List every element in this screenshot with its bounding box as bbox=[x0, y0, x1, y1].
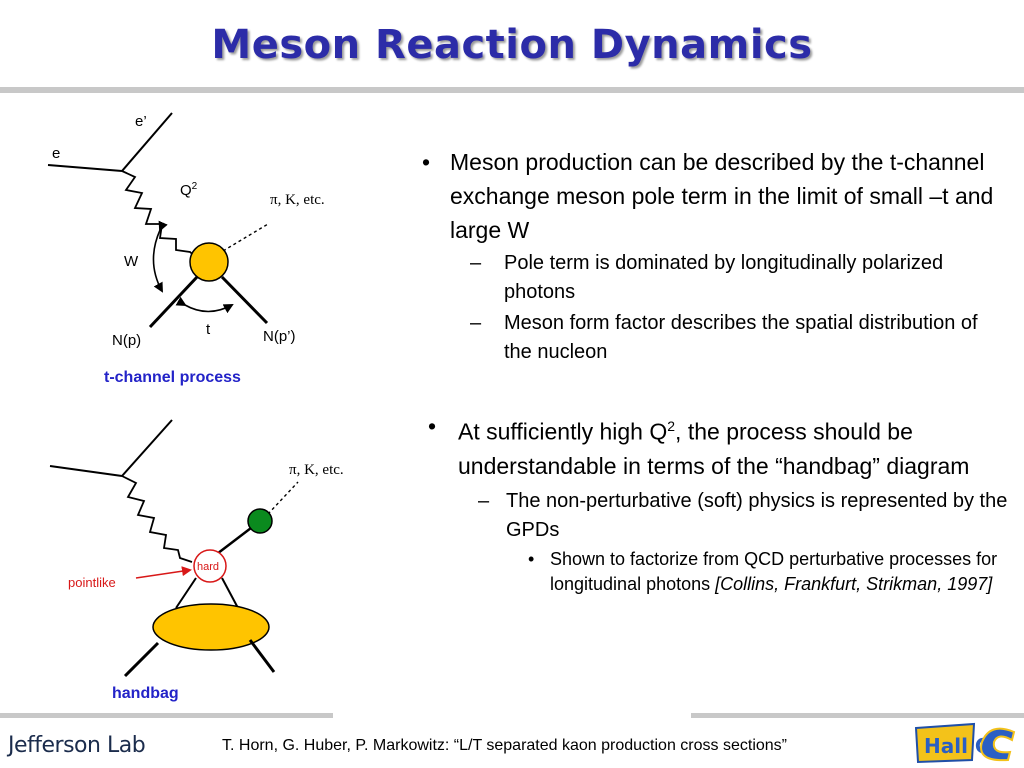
bullet-list: • Meson production can be described by t… bbox=[420, 145, 1010, 597]
label-meson-2: π, K, etc. bbox=[289, 462, 344, 478]
label-n-in: N(p) bbox=[112, 332, 141, 349]
w-arrow bbox=[152, 220, 168, 293]
sub-bullet-gpds: – The non-perturbative (soft) physics is… bbox=[420, 487, 1010, 545]
bullet-high-q2: • At sufficiently high Q2, the process s… bbox=[420, 409, 1010, 483]
label-hard: hard bbox=[197, 561, 219, 573]
bullet-marker: • bbox=[422, 149, 431, 175]
hard-vertex bbox=[193, 549, 227, 583]
sub-bullet-form-factor: – Meson form factor describes the spatia… bbox=[420, 309, 1010, 367]
incoming-electron-line-2 bbox=[49, 465, 123, 477]
t-channel-diagram: e’ e Q2 π, K, etc. W t N(p) N(p’) t-chan… bbox=[47, 112, 325, 386]
label-meson-1: π, K, etc. bbox=[270, 192, 325, 208]
meson-dashed-line bbox=[217, 223, 269, 255]
dash-marker: – bbox=[470, 252, 482, 274]
meson-dashed-line-2 bbox=[267, 481, 299, 515]
virtual-photon-wiggle bbox=[121, 170, 198, 259]
dash-marker: – bbox=[478, 489, 490, 512]
incoming-electron-line bbox=[47, 164, 123, 172]
outgoing-electron-line-2 bbox=[121, 419, 173, 477]
t-arrow bbox=[175, 296, 234, 314]
label-t: t bbox=[206, 321, 211, 338]
nucleon-in-line-2 bbox=[123, 641, 160, 678]
virtual-photon-wiggle-2 bbox=[121, 475, 193, 563]
label-q2: Q2 bbox=[180, 181, 198, 199]
sub-bullet-pole-term: – Pole term is dominated by longitudinal… bbox=[420, 249, 1010, 307]
hall-c-logo: Hall C bbox=[914, 722, 1016, 764]
jefferson-lab-logo: Jefferson Lab bbox=[8, 733, 146, 758]
bullet-meson-production: • Meson production can be described by t… bbox=[420, 145, 1010, 247]
handbag-right-leg bbox=[221, 577, 239, 609]
incoming-nucleon-line bbox=[148, 275, 199, 329]
label-pointlike: pointlike bbox=[68, 575, 116, 590]
footer-gap bbox=[333, 712, 691, 720]
feynman-diagrams: e’ e Q2 π, K, etc. W t N(p) N(p’) t-chan… bbox=[47, 112, 344, 702]
gpd-blob bbox=[152, 603, 270, 651]
nucleon-out-line-2 bbox=[248, 639, 276, 673]
handbag-left-leg bbox=[175, 577, 197, 609]
label-w: W bbox=[124, 253, 139, 270]
label-e-out: e’ bbox=[135, 113, 147, 130]
svg-text:Hall C: Hall C bbox=[924, 734, 990, 758]
label-n-out: N(p’) bbox=[263, 328, 296, 345]
outgoing-nucleon-line bbox=[220, 275, 269, 325]
bullet-marker: • bbox=[528, 548, 535, 569]
handbag-diagram: hard pointlike π, K, etc. handbag bbox=[49, 419, 344, 702]
caption-t-channel: t-channel process bbox=[104, 369, 241, 386]
slide-title: Meson Reaction Dynamics bbox=[211, 22, 813, 68]
outgoing-electron-line bbox=[121, 112, 173, 172]
dash-marker: – bbox=[470, 312, 482, 334]
label-e-in: e bbox=[52, 145, 60, 162]
bullet-marker: • bbox=[428, 413, 437, 439]
reaction-vertex bbox=[189, 242, 229, 282]
pointlike-arrow bbox=[135, 566, 192, 579]
footer-citation: T. Horn, G. Huber, P. Markowitz: “L/T se… bbox=[222, 737, 787, 754]
meson-ball bbox=[247, 508, 273, 534]
top-rule bbox=[0, 87, 1024, 93]
caption-handbag: handbag bbox=[112, 685, 179, 702]
sub-sub-bullet-factorize: • Shown to factorize from QCD perturbati… bbox=[528, 548, 998, 594]
